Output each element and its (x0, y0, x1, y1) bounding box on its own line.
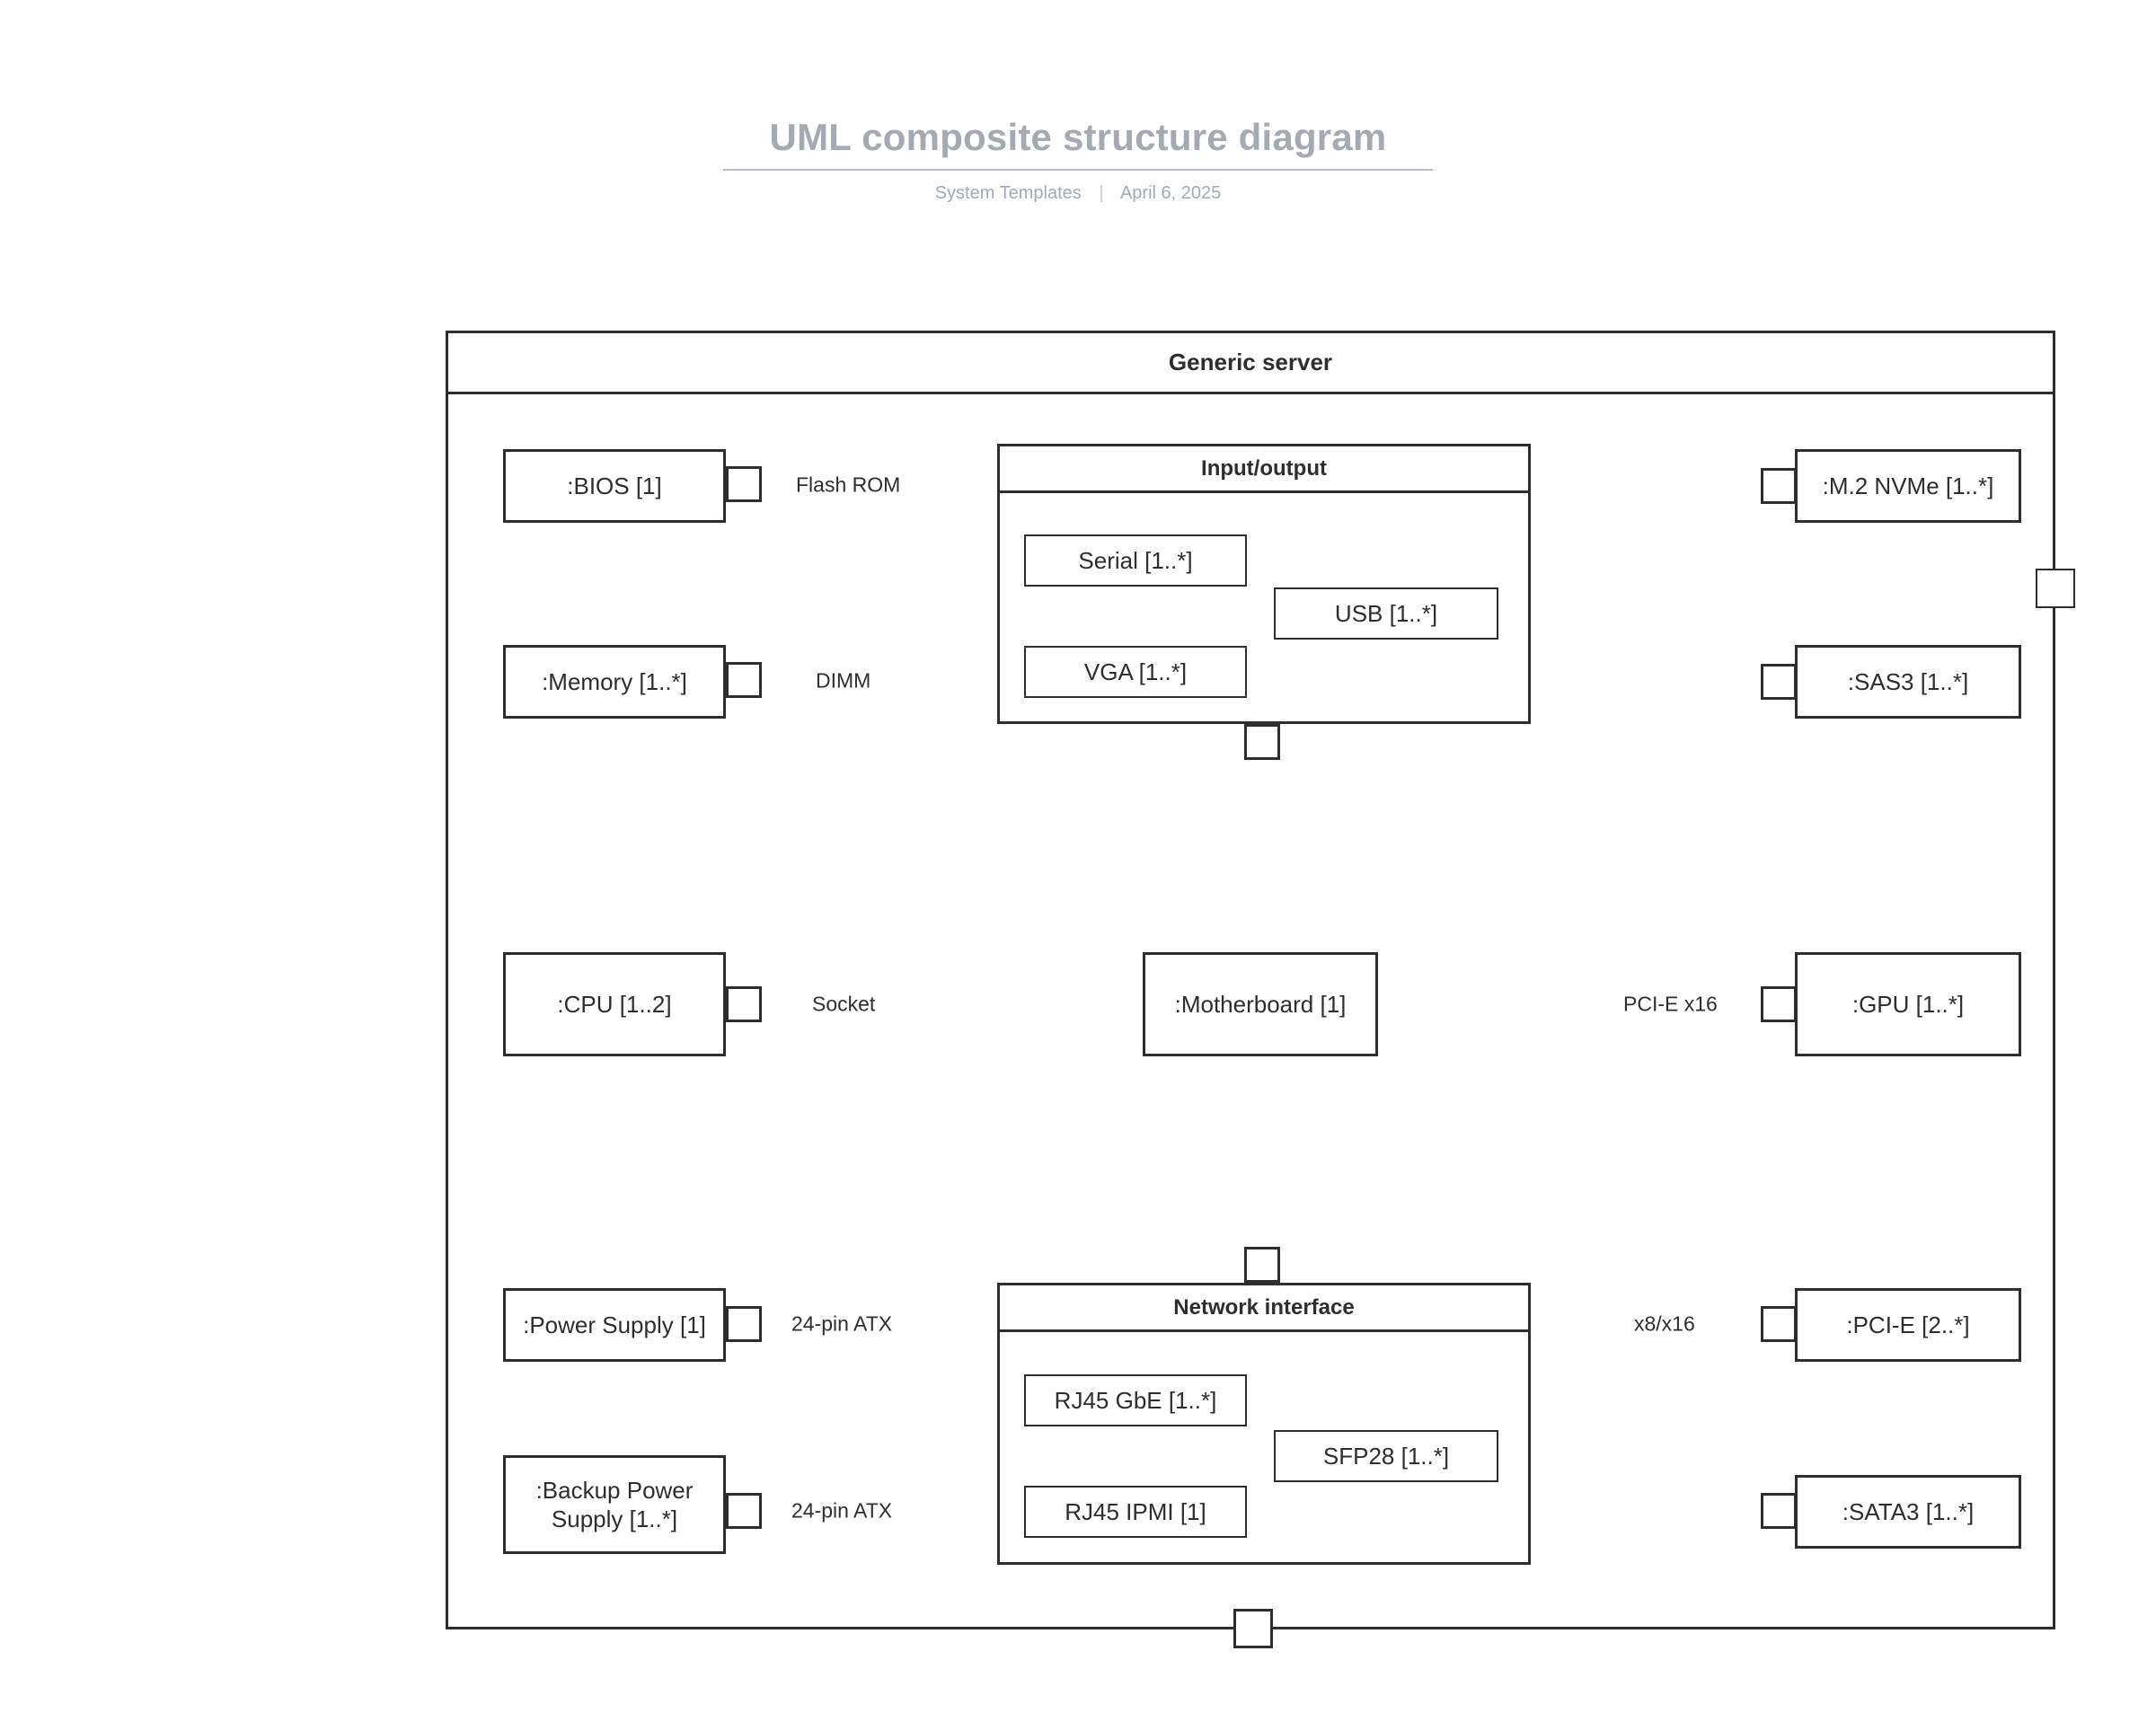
part-bios[interactable]: :BIOS [1] (503, 449, 726, 523)
part-sfp28-label: SFP28 [1..*] (1322, 1442, 1450, 1470)
part-bios-label: :BIOS [1] (567, 472, 662, 499)
part-vga[interactable]: VGA [1..*] (1024, 646, 1247, 698)
port-input-output-bottom[interactable] (1244, 724, 1280, 760)
part-power-supply-label: :Power Supply [1] (523, 1311, 706, 1338)
connector-label-atx-primary: 24-pin ATX (785, 1311, 899, 1337)
part-sas3[interactable]: :SAS3 [1..*] (1795, 645, 2021, 719)
container-network-interface-title: Network interface (1000, 1285, 1528, 1332)
port-outer-container-right[interactable] (2036, 569, 2075, 608)
subtitle-collection: System Templates (934, 183, 1082, 204)
page-title: UML composite structure diagram (769, 116, 1387, 158)
port-backup-power-supply[interactable] (726, 1493, 762, 1529)
part-power-supply[interactable]: :Power Supply [1] (503, 1288, 726, 1362)
port-network-interface-top[interactable] (1244, 1247, 1280, 1283)
part-gpu-label: :GPU [1..*] (1851, 990, 1965, 1018)
part-rj45-ipmi-label: RJ45 IPMI [1] (1065, 1497, 1206, 1525)
part-rj45-gbe[interactable]: RJ45 GbE [1..*] (1024, 1374, 1247, 1426)
part-pcie[interactable]: :PCI-E [2..*] (1795, 1288, 2021, 1362)
port-power-supply[interactable] (726, 1306, 762, 1342)
page-subtitle: System Templates | April 6, 2025 (0, 183, 2156, 204)
page-header: UML composite structure diagram System T… (0, 116, 2156, 204)
part-motherboard[interactable]: :Motherboard [1] (1143, 952, 1378, 1056)
port-memory[interactable] (726, 662, 762, 698)
subtitle-date: April 6, 2025 (1119, 183, 1222, 204)
part-serial[interactable]: Serial [1..*] (1024, 534, 1247, 587)
part-memory[interactable]: :Memory [1..*] (503, 645, 726, 719)
connector-label-atx-backup: 24-pin ATX (785, 1498, 899, 1523)
subtitle-separator: | (1099, 183, 1104, 204)
part-backup-power-supply-label: :Backup Power Supply [1..*] (535, 1476, 694, 1533)
part-m2-nvme-label: :M.2 NVMe [1..*] (1822, 472, 1994, 499)
part-motherboard-label: :Motherboard [1] (1174, 990, 1347, 1018)
part-serial-label: Serial [1..*] (1078, 546, 1193, 574)
port-gpu[interactable] (1761, 986, 1797, 1022)
port-bios[interactable] (726, 466, 762, 502)
container-input-output-title: Input/output (1000, 446, 1528, 493)
port-outer-container-bottom[interactable] (1233, 1609, 1273, 1648)
part-cpu-label: :CPU [1..2] (557, 990, 672, 1018)
part-vga-label: VGA [1..*] (1083, 658, 1188, 685)
part-rj45-ipmi[interactable]: RJ45 IPMI [1] (1024, 1486, 1247, 1538)
part-usb-label: USB [1..*] (1334, 599, 1438, 627)
port-sata3[interactable] (1761, 1493, 1797, 1529)
part-cpu[interactable]: :CPU [1..2] (503, 952, 726, 1056)
connector-label-flash-rom: Flash ROM (790, 472, 907, 498)
part-pcie-label: :PCI-E [2..*] (1846, 1311, 1970, 1338)
part-sas3-label: :SAS3 [1..*] (1847, 667, 1969, 695)
part-memory-label: :Memory [1..*] (542, 667, 687, 695)
port-pcie[interactable] (1761, 1306, 1797, 1342)
port-m2-nvme[interactable] (1761, 468, 1797, 504)
connector-label-pcie-x16: PCI-E x16 (1617, 992, 1724, 1017)
part-m2-nvme[interactable]: :M.2 NVMe [1..*] (1795, 449, 2021, 523)
part-usb[interactable]: USB [1..*] (1274, 587, 1498, 640)
part-sata3[interactable]: :SATA3 [1..*] (1795, 1475, 2021, 1549)
part-rj45-gbe-label: RJ45 GbE [1..*] (1054, 1386, 1217, 1414)
port-cpu[interactable] (726, 986, 762, 1022)
connector-label-dimm: DIMM (809, 668, 878, 693)
outer-container-title: Generic server (448, 333, 2053, 394)
part-sfp28[interactable]: SFP28 [1..*] (1274, 1430, 1498, 1482)
title-divider (723, 169, 1433, 172)
part-gpu[interactable]: :GPU [1..*] (1795, 952, 2021, 1056)
connector-label-pcie-x8x16: x8/x16 (1628, 1311, 1701, 1337)
connector-label-socket: Socket (806, 992, 882, 1017)
part-backup-power-supply[interactable]: :Backup Power Supply [1..*] (503, 1455, 726, 1554)
port-sas3[interactable] (1761, 664, 1797, 700)
part-sata3-label: :SATA3 [1..*] (1842, 1497, 1975, 1525)
